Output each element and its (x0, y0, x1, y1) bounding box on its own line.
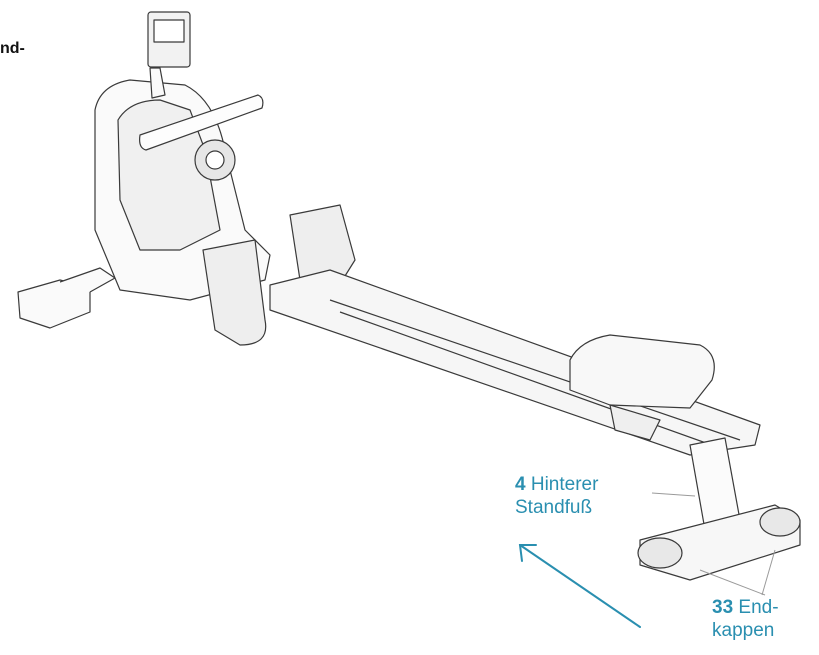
seat (569, 334, 715, 409)
footrest-left (202, 239, 267, 346)
part-name-line2: kappen (712, 620, 775, 641)
part-name-line1: Hinterer (530, 474, 599, 495)
direction-arrow (518, 544, 641, 628)
rail (269, 269, 761, 456)
part-name-line1: End- (738, 597, 779, 618)
part-name-line2: Standfuß (515, 497, 593, 518)
part-label-end-caps: 33 End- kappen (712, 596, 779, 642)
part-number-33: 33 (712, 597, 734, 618)
part-number-4: 4 (515, 474, 526, 495)
partial-label-top: nd- (0, 40, 25, 57)
monitor-post (149, 67, 166, 99)
handle-bar (139, 94, 264, 151)
part-label-rear-stand-foot: 4 Hinterer Standfuß (515, 473, 598, 519)
front-stand-foot (17, 279, 91, 329)
